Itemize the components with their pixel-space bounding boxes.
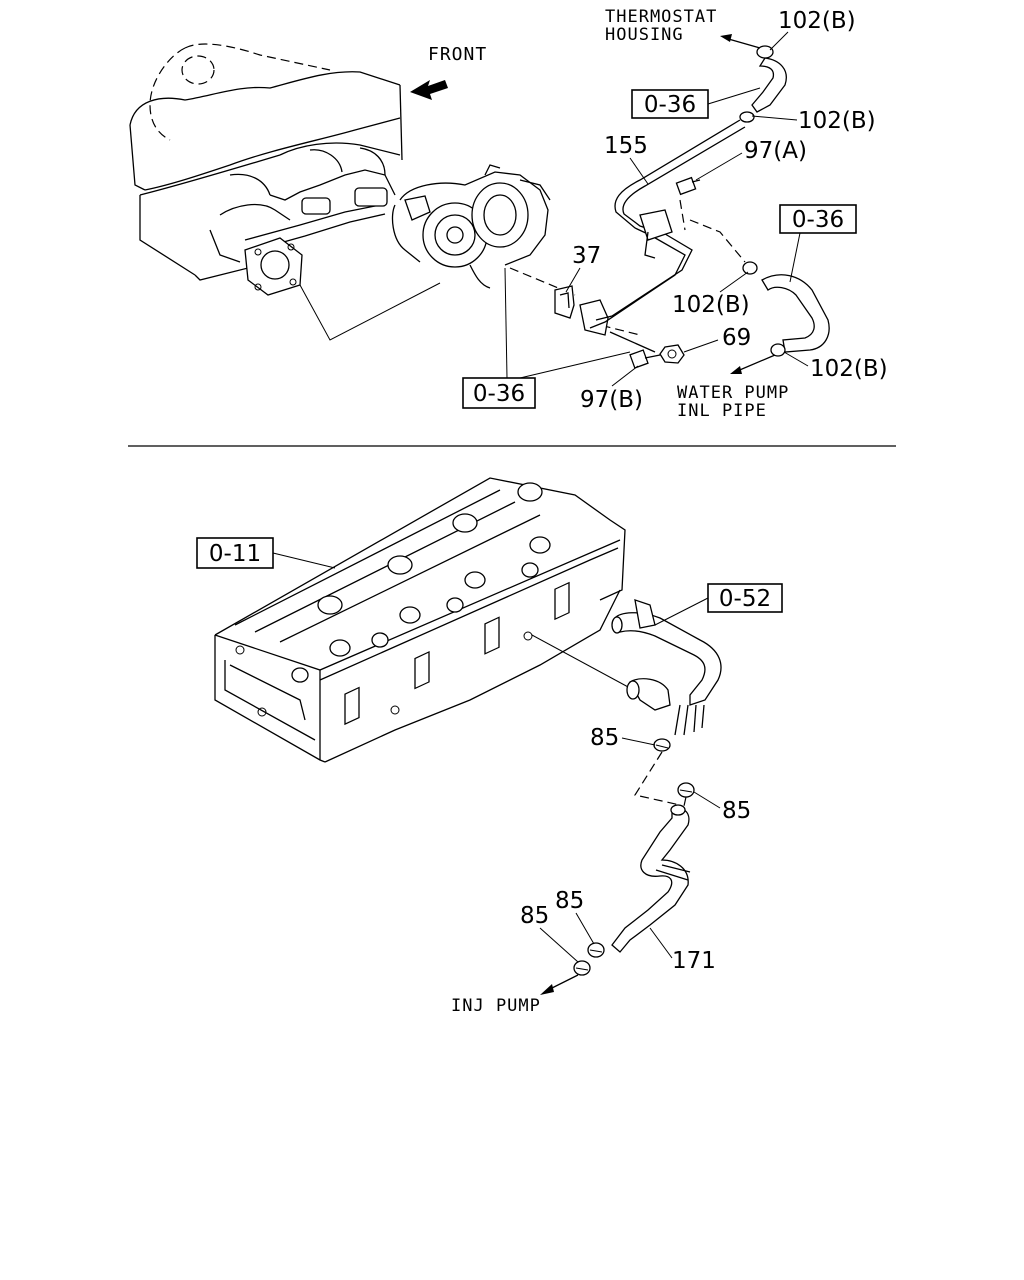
- head-ports: [344, 581, 570, 726]
- callout-102b-3: 102(B): [672, 292, 750, 318]
- water-pump-label-line2: INL PIPE: [677, 401, 767, 421]
- front-label: FRONT: [428, 44, 487, 65]
- ref-box-011[interactable]: 0-11: [196, 537, 274, 569]
- callout-102b-4: 102(B): [810, 356, 888, 382]
- callout-102b-2: 102(B): [798, 108, 876, 134]
- water-pipe-052-drawing: [611, 599, 722, 736]
- pipe-155-drawing: [589, 119, 746, 329]
- thermostat-label-line2: HOUSING: [605, 25, 684, 45]
- hose-171-drawing: [611, 804, 691, 953]
- inj-pump-label: INJ PUMP: [451, 996, 541, 1016]
- water-pump-arrow-icon: [730, 354, 776, 374]
- inj-pump-arrow-icon: [540, 974, 579, 995]
- hose-upper-drawing: [739, 45, 787, 123]
- head-bores: [291, 482, 551, 683]
- clamp-85-1-drawing: [653, 738, 671, 752]
- bolt-97b-drawing: [609, 331, 661, 369]
- nut-69-drawing: [659, 344, 685, 364]
- engine-block-drawing: [129, 43, 403, 296]
- callout-85-4: 85: [555, 888, 584, 914]
- ref-box-036-c[interactable]: 0-36: [462, 377, 536, 409]
- top-assembly: FRONT THERMOSTAT HOUSING WATER PUMP INL …: [129, 7, 888, 421]
- callout-155: 155: [604, 133, 648, 159]
- callout-85-2: 85: [722, 798, 751, 824]
- callout-171: 171: [672, 948, 716, 974]
- water-pump-label-line1: WATER PUMP: [677, 383, 789, 403]
- ref-052-label: 0-52: [719, 586, 771, 612]
- gasket-37-drawing: [554, 285, 609, 336]
- callout-85-3: 85: [520, 903, 549, 929]
- thermostat-label-line1: THERMOSTAT: [605, 7, 717, 27]
- cylinder-head-drawing: [214, 477, 626, 763]
- callout-97a: 97(A): [744, 138, 807, 164]
- ref-box-052[interactable]: 0-52: [707, 583, 783, 613]
- callout-69: 69: [722, 325, 751, 351]
- callout-85-1: 85: [590, 725, 619, 751]
- callout-102b-1: 102(B): [778, 8, 856, 34]
- ref-036-a-label: 0-36: [644, 92, 696, 118]
- callout-97b: 97(B): [580, 387, 643, 413]
- turbocharger-drawing: [391, 164, 551, 289]
- front-arrow-icon: [410, 80, 448, 100]
- clamp-85-2-drawing: [677, 782, 695, 798]
- hose-lower-drawing: [742, 261, 830, 357]
- clamp-85-3-drawing: [587, 942, 605, 958]
- clamp-85-4-drawing: [573, 960, 591, 976]
- callout-37: 37: [572, 243, 601, 269]
- ref-box-036-a[interactable]: 0-36: [631, 89, 709, 119]
- bottom-assembly: INJ PUMP 0-11 0-52 85 85 85 85 171: [196, 477, 783, 1016]
- thermostat-arrow-icon: [720, 34, 761, 49]
- ref-036-b-label: 0-36: [792, 207, 844, 233]
- bolt-97a-drawing: [675, 176, 701, 196]
- ref-036-c-label: 0-36: [473, 381, 525, 407]
- ref-box-036-b[interactable]: 0-36: [779, 204, 857, 234]
- ref-011-label: 0-11: [209, 541, 261, 567]
